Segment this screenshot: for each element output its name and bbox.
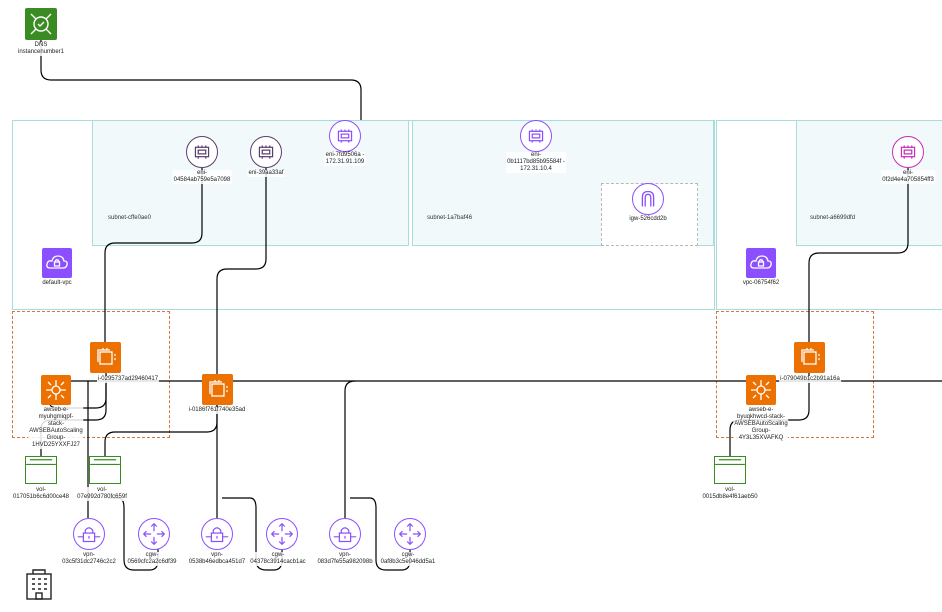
instance-label-1: i-0295737ad29460417 (96, 376, 160, 383)
vpn-label-2: vpn- 0538b46edbca451d7 (187, 552, 247, 566)
edge-bus-to-vpn3 (344, 380, 356, 518)
edge-eni5-to-instance3 (808, 168, 909, 342)
load-balancer-icon[interactable] (746, 375, 776, 405)
autoscaling-group-1 (12, 311, 170, 438)
corporate-datacenter-icon[interactable] (24, 568, 54, 600)
edge-vpn3-to-cgw3 (350, 497, 411, 571)
elb-label-1: awseb-e- myuhgmiqpf- stack- AWSEBAutoSca… (28, 407, 84, 449)
network-interface-icon[interactable] (892, 136, 924, 168)
eni-label-5: eni- 0f2d4e4a705854ff3 (881, 170, 935, 184)
internet-gateway-icon[interactable] (632, 183, 664, 215)
igw-label: igw-526cdd2b (628, 216, 668, 223)
network-interface-icon[interactable] (329, 120, 361, 152)
eni-label-1: eni- 04584ab759e5a7098 (172, 170, 232, 184)
instance-label-3: i-079049b1c2b91a16a (779, 376, 841, 383)
subnet-label-2: subnet-1a7baf46 (427, 215, 473, 221)
vpc-label-06754f62: vpc-06754f62 (741, 280, 781, 287)
eni-label-2: eni-39aa33af (247, 170, 285, 177)
vpc-cloud-icon[interactable] (42, 248, 72, 278)
eni-label-3: eni-7fd9506a - 172.31.91.109 (324, 152, 366, 166)
cgw-label-2: cgw- 04378c3914cacb1ac (249, 552, 307, 566)
vpn-gateway-icon[interactable] (73, 518, 105, 550)
ebs-volume-icon[interactable] (25, 456, 57, 484)
eni-label-4: eni- 0b1117bd85b95584f - 172.31.10.4 (506, 152, 566, 173)
autoscaling-group-2 (716, 311, 874, 438)
customer-gateway-icon[interactable] (394, 518, 426, 550)
ec2-instances-icon[interactable] (202, 374, 233, 405)
network-interface-icon[interactable] (250, 136, 282, 168)
customer-gateway-icon[interactable] (138, 518, 170, 550)
network-interface-icon[interactable] (186, 136, 218, 168)
dns-label: DNS instancenumber1 (16, 42, 66, 56)
customer-gateway-icon[interactable] (266, 518, 298, 550)
ec2-instances-icon[interactable] (90, 342, 121, 373)
edge-eni2-to-instance2 (216, 168, 267, 374)
cgw-label-3: cgw- 0af8b3c5e046dd5a1 (379, 552, 437, 566)
vpn-gateway-icon[interactable] (201, 518, 233, 550)
load-balancer-icon[interactable] (41, 375, 71, 405)
vpn-label-3: vpn- 083d7fe55a982098b (316, 552, 374, 566)
volume-label-2: vol- 07e992d780fc659f (76, 487, 128, 501)
network-interface-icon[interactable] (520, 120, 552, 152)
ec2-instances-icon[interactable] (794, 342, 825, 373)
volume-label-1: vol- 017051b6c6d00ce48 (11, 487, 71, 501)
edge-vpn2-to-cgw2 (222, 497, 283, 571)
edge-eni3-to-dns (40, 40, 362, 120)
vpc-cloud-icon[interactable] (746, 248, 776, 278)
ebs-volume-icon[interactable] (714, 456, 746, 484)
instance-label-2: i-0186f761f740e35ad (187, 407, 247, 414)
subnet-label-1: subnet-cffe0ae0 (108, 215, 151, 221)
ebs-volume-icon[interactable] (89, 456, 121, 484)
cgw-label-1: cgw- 0569cfc2a2c6df39 (126, 552, 178, 566)
vpn-label-1: vpn- 03c5f31dc2746c2c2 (61, 552, 117, 566)
route53-dns-icon[interactable] (25, 8, 57, 40)
vpn-gateway-icon[interactable] (329, 518, 361, 550)
volume-label-3: vol- 0015db8e4f61aeb50 (701, 487, 759, 501)
edge-eni1-to-instance1 (104, 168, 203, 342)
elb-label-2: awseb-e- byuqkhwcd-stack- AWSEBAutoScali… (733, 407, 789, 442)
vpc-label-default: default-vpc (41, 280, 73, 287)
subnet-label-3: subnet-a6699dfd (810, 215, 856, 221)
